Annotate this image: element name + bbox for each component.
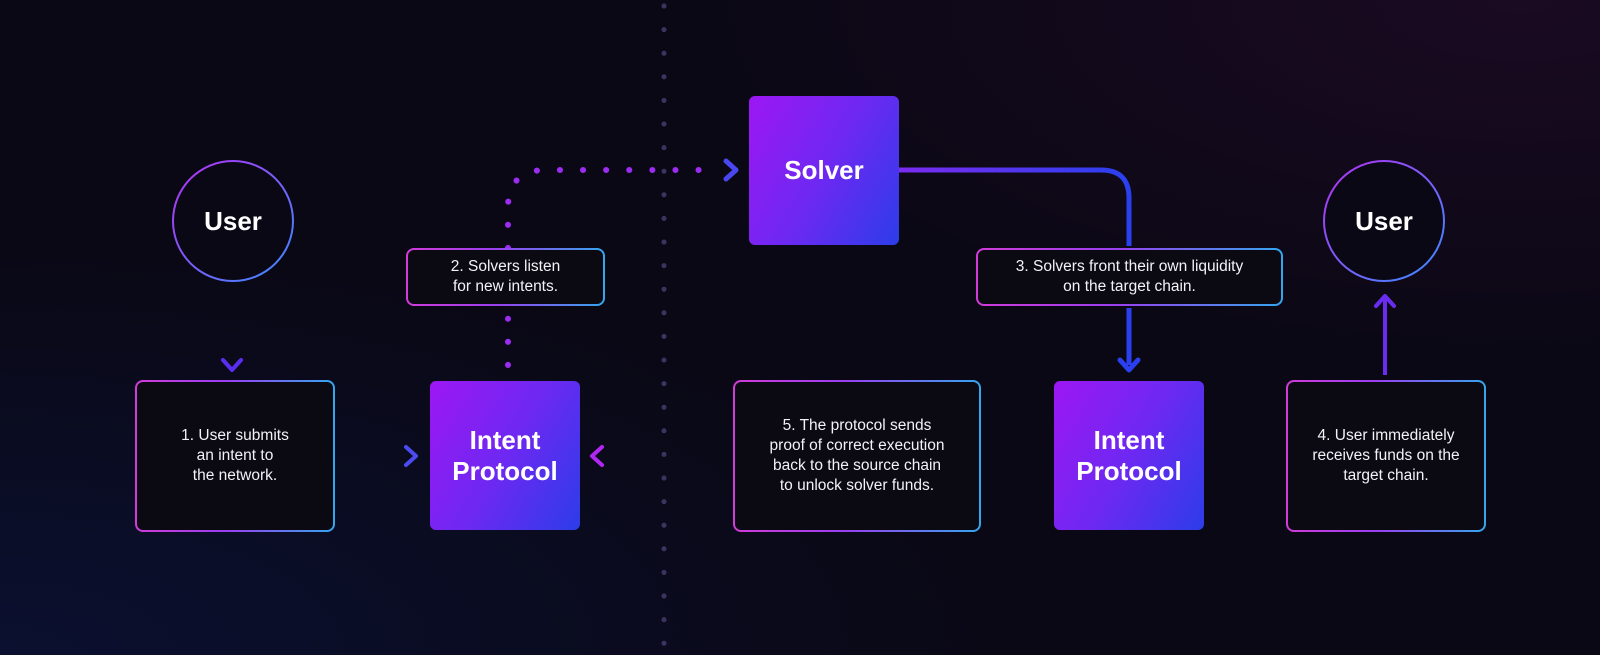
- step2-text: 2. Solvers listen for new intents.: [450, 258, 561, 295]
- solvers-listen-arrowhead: [723, 158, 739, 182]
- solver-node: Solver: [749, 96, 899, 245]
- step4-to-user-arrowhead: [1374, 294, 1396, 308]
- intent-protocol-left: Intent Protocol: [430, 381, 580, 530]
- step1-box: 1. User submits an intent to the network…: [135, 380, 335, 532]
- step1-to-intent-arrowhead: [404, 445, 418, 467]
- step3-box: 3. Solvers front their own liquidity on …: [976, 248, 1283, 306]
- step1-text: 1. User submits an intent to the network…: [181, 427, 289, 484]
- step3-text: 3. Solvers front their own liquidity on …: [1015, 258, 1244, 295]
- solver-to-intent-right-line: [899, 167, 1132, 365]
- step5-text: 5. The protocol sends proof of correct e…: [769, 417, 945, 494]
- solver-label: Solver: [784, 155, 864, 185]
- proof-back-arrowhead: [590, 445, 604, 467]
- user-left-label: User: [204, 205, 262, 236]
- user-right-label: User: [1355, 205, 1413, 236]
- step4-box: 4. User immediately receives funds on th…: [1286, 380, 1486, 532]
- step2-box: 2. Solvers listen for new intents.: [406, 248, 605, 306]
- step5-box: 5. The protocol sends proof of correct e…: [733, 380, 981, 532]
- user-right-node: User: [1323, 160, 1445, 282]
- user-to-step1-arrowhead: [221, 358, 243, 372]
- step4-text: 4. User immediately receives funds on th…: [1312, 427, 1460, 484]
- solvers-listen-dotted-path: [505, 167, 717, 368]
- user-left-node: User: [172, 160, 294, 282]
- intent-protocol-right-label: Intent Protocol: [1076, 424, 1182, 486]
- intent-protocol-left-label: Intent Protocol: [452, 424, 558, 486]
- solver-to-intent-right-arrowhead: [1117, 357, 1141, 373]
- intent-protocol-right: Intent Protocol: [1054, 381, 1204, 530]
